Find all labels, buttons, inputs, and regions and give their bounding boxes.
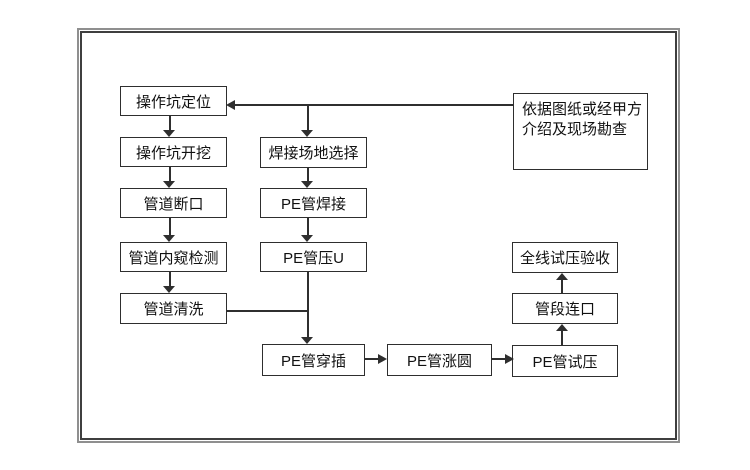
node-pipe-clean: 管道清洗 xyxy=(120,293,227,324)
edge-pit-locate-to-pit-excavate-line xyxy=(169,116,171,131)
node-pe-weld: PE管焊接 xyxy=(260,188,367,218)
node-pipe-break: 管道断口 xyxy=(120,188,227,218)
arrowhead-down-pipe-inspect xyxy=(163,235,175,242)
survey-basis-line1: 依据图纸或经甲方 xyxy=(522,101,643,118)
node-pipe-inspect: 管道内窥检测 xyxy=(120,242,227,272)
edge-pe-weld-to-pe-press-u-line xyxy=(307,218,309,236)
node-pe-press-u: PE管压U xyxy=(260,242,367,272)
edge-seg-connect-to-full-accept-line xyxy=(561,280,563,293)
arrowhead-down-pit-excavate xyxy=(163,130,175,137)
arrowhead-left-pit-locate xyxy=(226,100,235,110)
node-survey-basis: 依据图纸或经甲方 介绍及现场勘查 xyxy=(513,93,648,170)
edge-pit-excavate-to-pipe-break-line xyxy=(169,167,171,182)
frame-border-outer xyxy=(77,28,680,443)
node-pe-round: PE管涨圆 xyxy=(387,344,492,376)
edge-survey-to-pit-locate-line xyxy=(235,104,513,106)
edge-pe-press-u-to-pe-insert-line xyxy=(307,272,309,337)
arrowhead-up-seg-connect xyxy=(556,324,568,331)
node-pe-test: PE管试压 xyxy=(512,345,618,377)
arrowhead-down-pe-insert xyxy=(301,337,313,344)
arrowhead-down-pe-press-u xyxy=(301,235,313,242)
edge-pe-insert-to-pe-round-line xyxy=(365,358,379,360)
frame-border-inner xyxy=(80,31,677,440)
edge-pipe-break-to-pipe-inspect-line xyxy=(169,218,171,236)
edge-pe-round-to-pe-test-line xyxy=(492,358,506,360)
survey-basis-line2: 介绍及现场勘查 xyxy=(522,121,628,138)
edge-pipe-inspect-to-pipe-clean-line xyxy=(169,272,171,287)
arrowhead-down-weld-site xyxy=(301,130,313,137)
node-pit-locate: 操作坑定位 xyxy=(120,86,227,116)
arrowhead-right-pe-test xyxy=(505,354,514,364)
arrowhead-up-full-accept xyxy=(556,273,568,280)
node-pit-excavate: 操作坑开挖 xyxy=(120,137,227,167)
arrowhead-down-pe-weld xyxy=(301,181,313,188)
edge-pe-test-to-seg-connect-line xyxy=(561,331,563,345)
node-weld-site: 焊接场地选择 xyxy=(260,137,367,168)
node-seg-connect: 管段连口 xyxy=(512,293,618,324)
edge-pipe-clean-join-line xyxy=(227,310,309,312)
edge-weld-site-to-pe-weld-line xyxy=(307,168,309,182)
node-pe-insert: PE管穿插 xyxy=(262,344,365,376)
arrowhead-right-pe-round xyxy=(378,354,387,364)
edge-survey-to-weld-site-line xyxy=(307,105,309,131)
node-full-accept: 全线试压验收 xyxy=(512,242,618,273)
arrowhead-down-pipe-clean xyxy=(163,286,175,293)
arrowhead-down-pipe-break xyxy=(163,181,175,188)
